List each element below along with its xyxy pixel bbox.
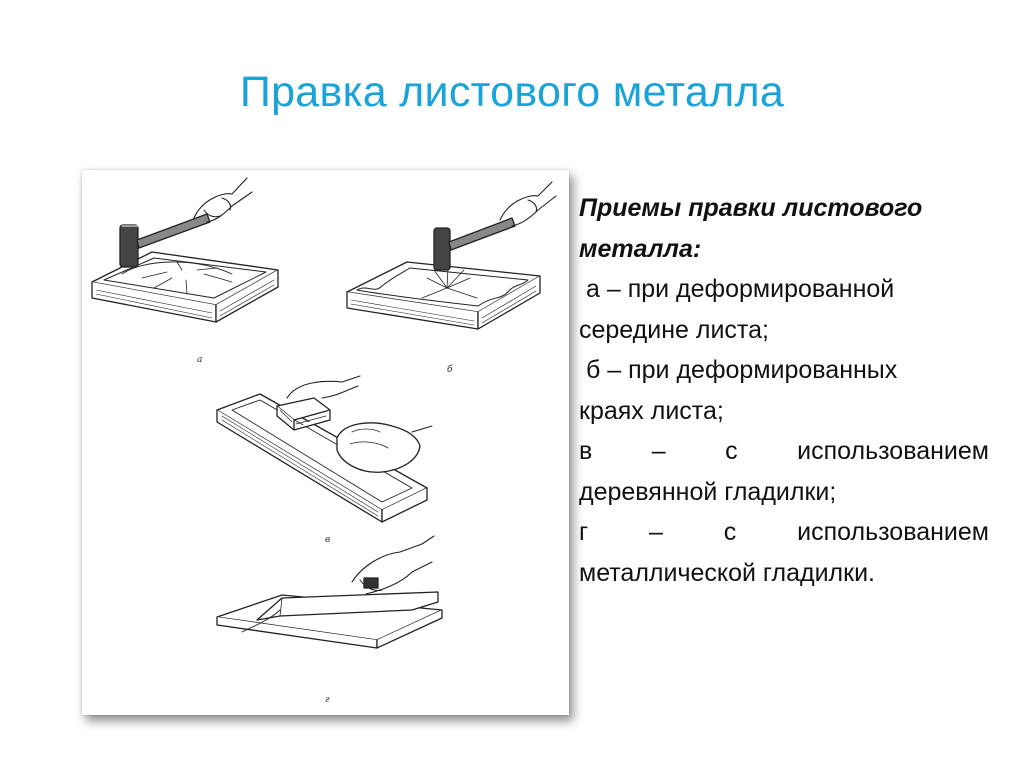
caption-heading-line1: Приемы правки листового (579, 194, 923, 222)
caption-block: Приемы правки листового металла: а – при… (579, 188, 989, 593)
slide-title: Правка листового металла (239, 68, 785, 116)
item-b-line1: б – при деформированных (586, 356, 898, 384)
item-a-line1: а – при деформированной (586, 275, 895, 303)
figure-label-a: а (197, 355, 202, 365)
item-d-line1: г – с использованием (579, 512, 989, 553)
item-d-word2: – (649, 518, 663, 546)
item-d-word3: с (723, 518, 737, 546)
panel-c-drawing (216, 375, 433, 523)
item-d-word4: использованием (797, 518, 989, 546)
figure-label-c: в (325, 535, 330, 545)
item-c-word2: – (651, 437, 666, 465)
item-a-line2: середине листа; (579, 315, 769, 344)
panel-b-drawing (346, 181, 557, 330)
item-d-line2: металлической гладилки. (579, 558, 875, 587)
caption-heading-line2: металла: (579, 234, 702, 263)
panel-a-drawing (91, 177, 279, 323)
figure-label-d: г (325, 695, 330, 705)
item-c-line2: деревянной гладилки; (579, 477, 837, 506)
item-d-word1: г (579, 518, 589, 546)
straightening-illustration: а б в г (82, 170, 569, 715)
item-c-word4: использованием (797, 437, 989, 465)
item-c-word3: с (725, 437, 738, 465)
figure-label-b: б (447, 364, 453, 375)
item-c-line1: в – с использованием (579, 431, 989, 472)
item-b-line2: краях листа; (579, 396, 724, 425)
item-c-word1: в (579, 437, 593, 465)
panel-d-drawing (216, 535, 443, 649)
